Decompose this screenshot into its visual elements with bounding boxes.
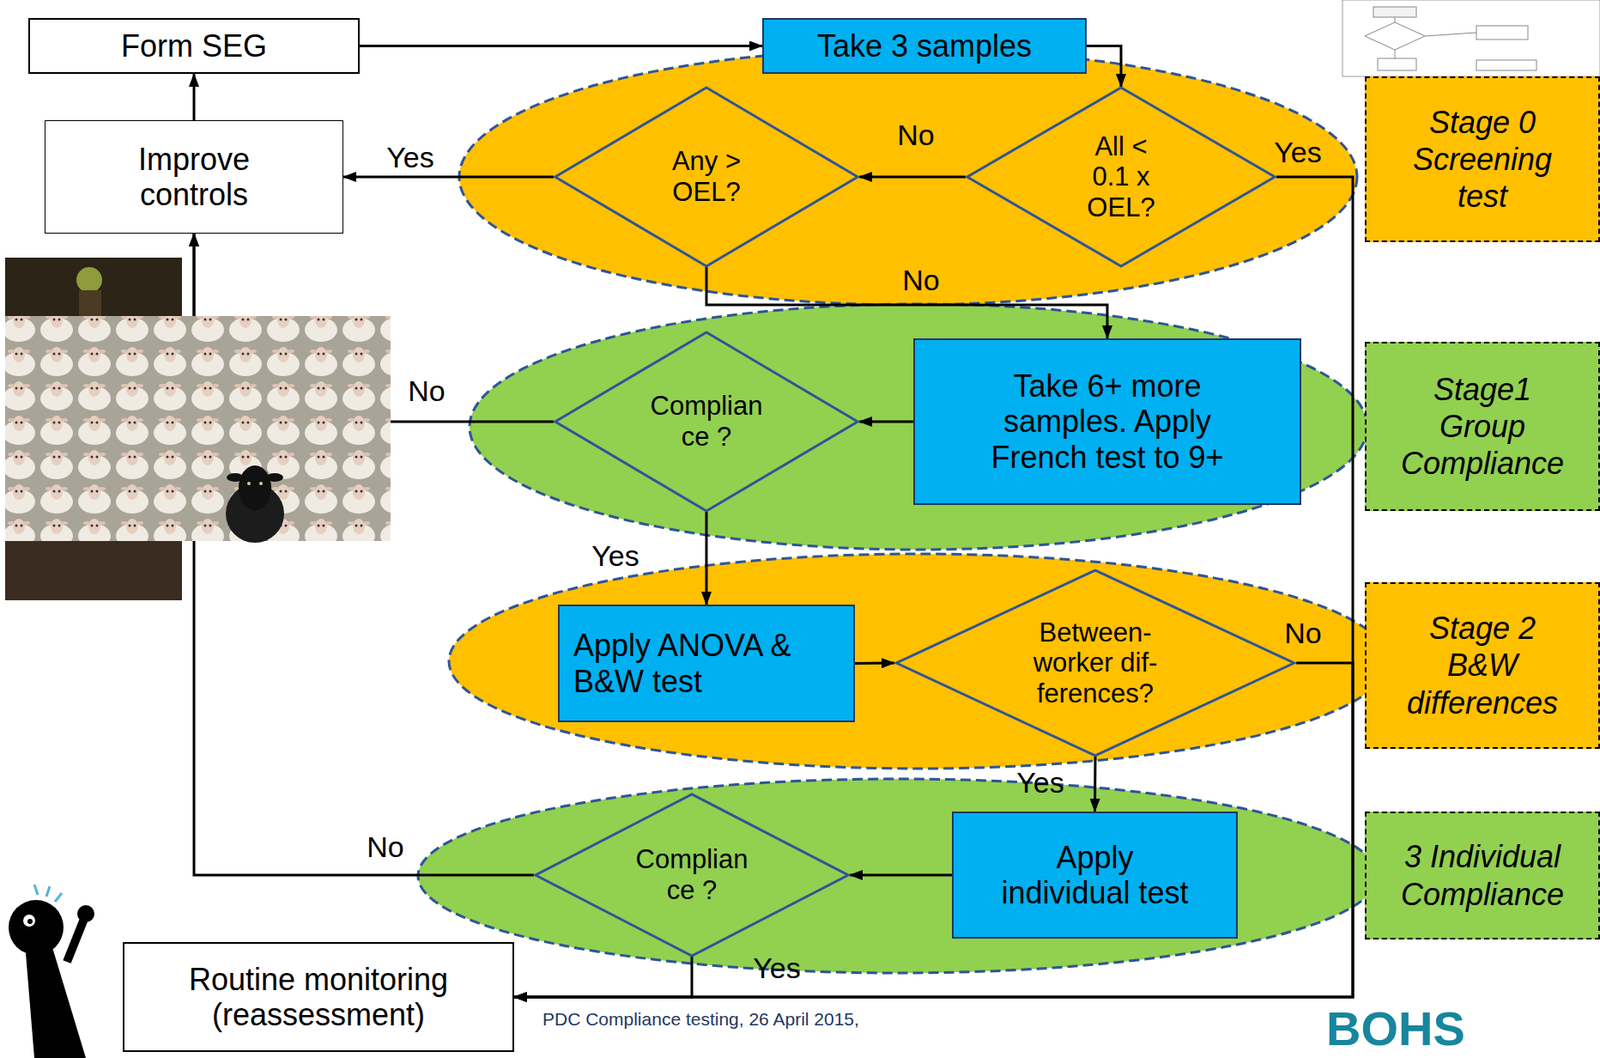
process-box: Form SEG bbox=[28, 18, 360, 74]
stage-band bbox=[459, 48, 1358, 305]
helmet bbox=[76, 266, 103, 293]
stage-label: 3 Individual Compliance bbox=[1364, 811, 1600, 940]
diamond-outline bbox=[535, 793, 849, 956]
edge-label: No bbox=[407, 374, 445, 408]
stage-label: Stage 0 Screening test bbox=[1364, 76, 1600, 243]
black-sheep-eye bbox=[247, 481, 251, 485]
edge-label: Yes bbox=[591, 539, 639, 573]
black-sheep-ear bbox=[226, 472, 244, 482]
process-box: Routine monitoring (reassessment) bbox=[122, 941, 515, 1052]
footer-note: PDC Compliance testing, 26 April 2015, bbox=[542, 1009, 860, 1028]
flow-arrow bbox=[849, 873, 952, 877]
node-text: Take 6+ more samples. Apply French test … bbox=[978, 368, 1237, 475]
stage-label: Stage1 Group Compliance bbox=[1364, 341, 1600, 511]
node-text: Complian ce ? bbox=[642, 390, 771, 452]
node-text: Between- worker dif- ferences? bbox=[1018, 617, 1173, 710]
flow-arrow bbox=[343, 175, 554, 179]
logo-text: BOHS bbox=[1326, 1004, 1466, 1053]
edge-label: No bbox=[896, 118, 934, 152]
stage-band bbox=[448, 553, 1388, 769]
black-sheep-head bbox=[238, 465, 272, 510]
process-box: Improve controls bbox=[44, 120, 344, 234]
decision-diamond: Any > OEL? bbox=[553, 86, 860, 267]
edge-label: No bbox=[1284, 616, 1322, 650]
action-box: Take 6+ more samples. Apply French test … bbox=[913, 338, 1302, 505]
mine-photo-strip bbox=[5, 257, 182, 316]
flow-arrow bbox=[514, 956, 692, 997]
node-text: Routine monitoring (reassessment) bbox=[163, 961, 473, 1033]
action-box: Apply ANOVA & B&W test bbox=[557, 604, 855, 722]
black-sheep-ear bbox=[266, 472, 284, 482]
node-text: Complian ce ? bbox=[627, 843, 757, 905]
edge-label: Yes bbox=[1016, 765, 1064, 800]
node-text: 3 Individual Compliance bbox=[1392, 837, 1573, 912]
flow-arrow bbox=[859, 175, 966, 179]
miner-figure bbox=[78, 290, 102, 316]
node-text: Apply individual test bbox=[996, 839, 1194, 911]
node-text: Stage 0 Screening test bbox=[1396, 103, 1569, 216]
node-text: Any > OEL? bbox=[659, 145, 754, 207]
flow-arrow bbox=[1086, 46, 1122, 88]
node-text: Improve controls bbox=[103, 141, 285, 213]
decision-diamond: Between- worker dif- ferences? bbox=[894, 569, 1297, 757]
flow-arrow bbox=[193, 73, 196, 121]
node-text: All < 0.1 x OEL? bbox=[1078, 131, 1164, 224]
stage-band bbox=[418, 778, 1378, 973]
node-text: Form SEG bbox=[121, 28, 267, 64]
diamond-outline bbox=[555, 332, 858, 511]
flow-arrow bbox=[859, 420, 914, 424]
node-text: Stage 2 B&W differences bbox=[1396, 609, 1569, 722]
black-sheep-eye bbox=[259, 481, 263, 485]
flowchart-thumbnail bbox=[1342, 0, 1600, 77]
decision-diamond: All < 0.1 x OEL? bbox=[965, 86, 1277, 267]
edge-label: No bbox=[366, 830, 404, 864]
stick-figure bbox=[8, 884, 95, 1058]
action-box: Take 3 samples bbox=[762, 18, 1087, 74]
mine-photo-strip bbox=[5, 540, 182, 600]
edge-label: Yes bbox=[1273, 135, 1322, 170]
flow-arrow bbox=[705, 511, 709, 605]
node-text: Apply ANOVA & B&W test bbox=[573, 627, 831, 699]
diamond-outline bbox=[555, 87, 858, 267]
diamond-outline bbox=[896, 569, 1294, 756]
node-text: Stage1 Group Compliance bbox=[1396, 370, 1569, 483]
stage-label: Stage 2 B&W differences bbox=[1364, 581, 1600, 749]
edge-label: No bbox=[902, 263, 940, 297]
node-text: Take 3 samples bbox=[817, 28, 1032, 64]
flow-arrow bbox=[514, 176, 1353, 997]
decision-diamond: Complian ce ? bbox=[553, 331, 860, 512]
edge-label: Yes bbox=[386, 140, 434, 175]
flow-arrow bbox=[854, 661, 895, 666]
action-box: Apply individual test bbox=[951, 811, 1238, 939]
edge-label: Yes bbox=[752, 951, 800, 985]
diamond-outline bbox=[967, 87, 1275, 267]
flow-arrow bbox=[359, 44, 763, 48]
sheep-flock-photo bbox=[5, 315, 391, 541]
flow-arrow bbox=[1093, 756, 1097, 812]
decision-diamond: Complian ce ? bbox=[533, 793, 850, 957]
stage-band bbox=[469, 303, 1368, 550]
